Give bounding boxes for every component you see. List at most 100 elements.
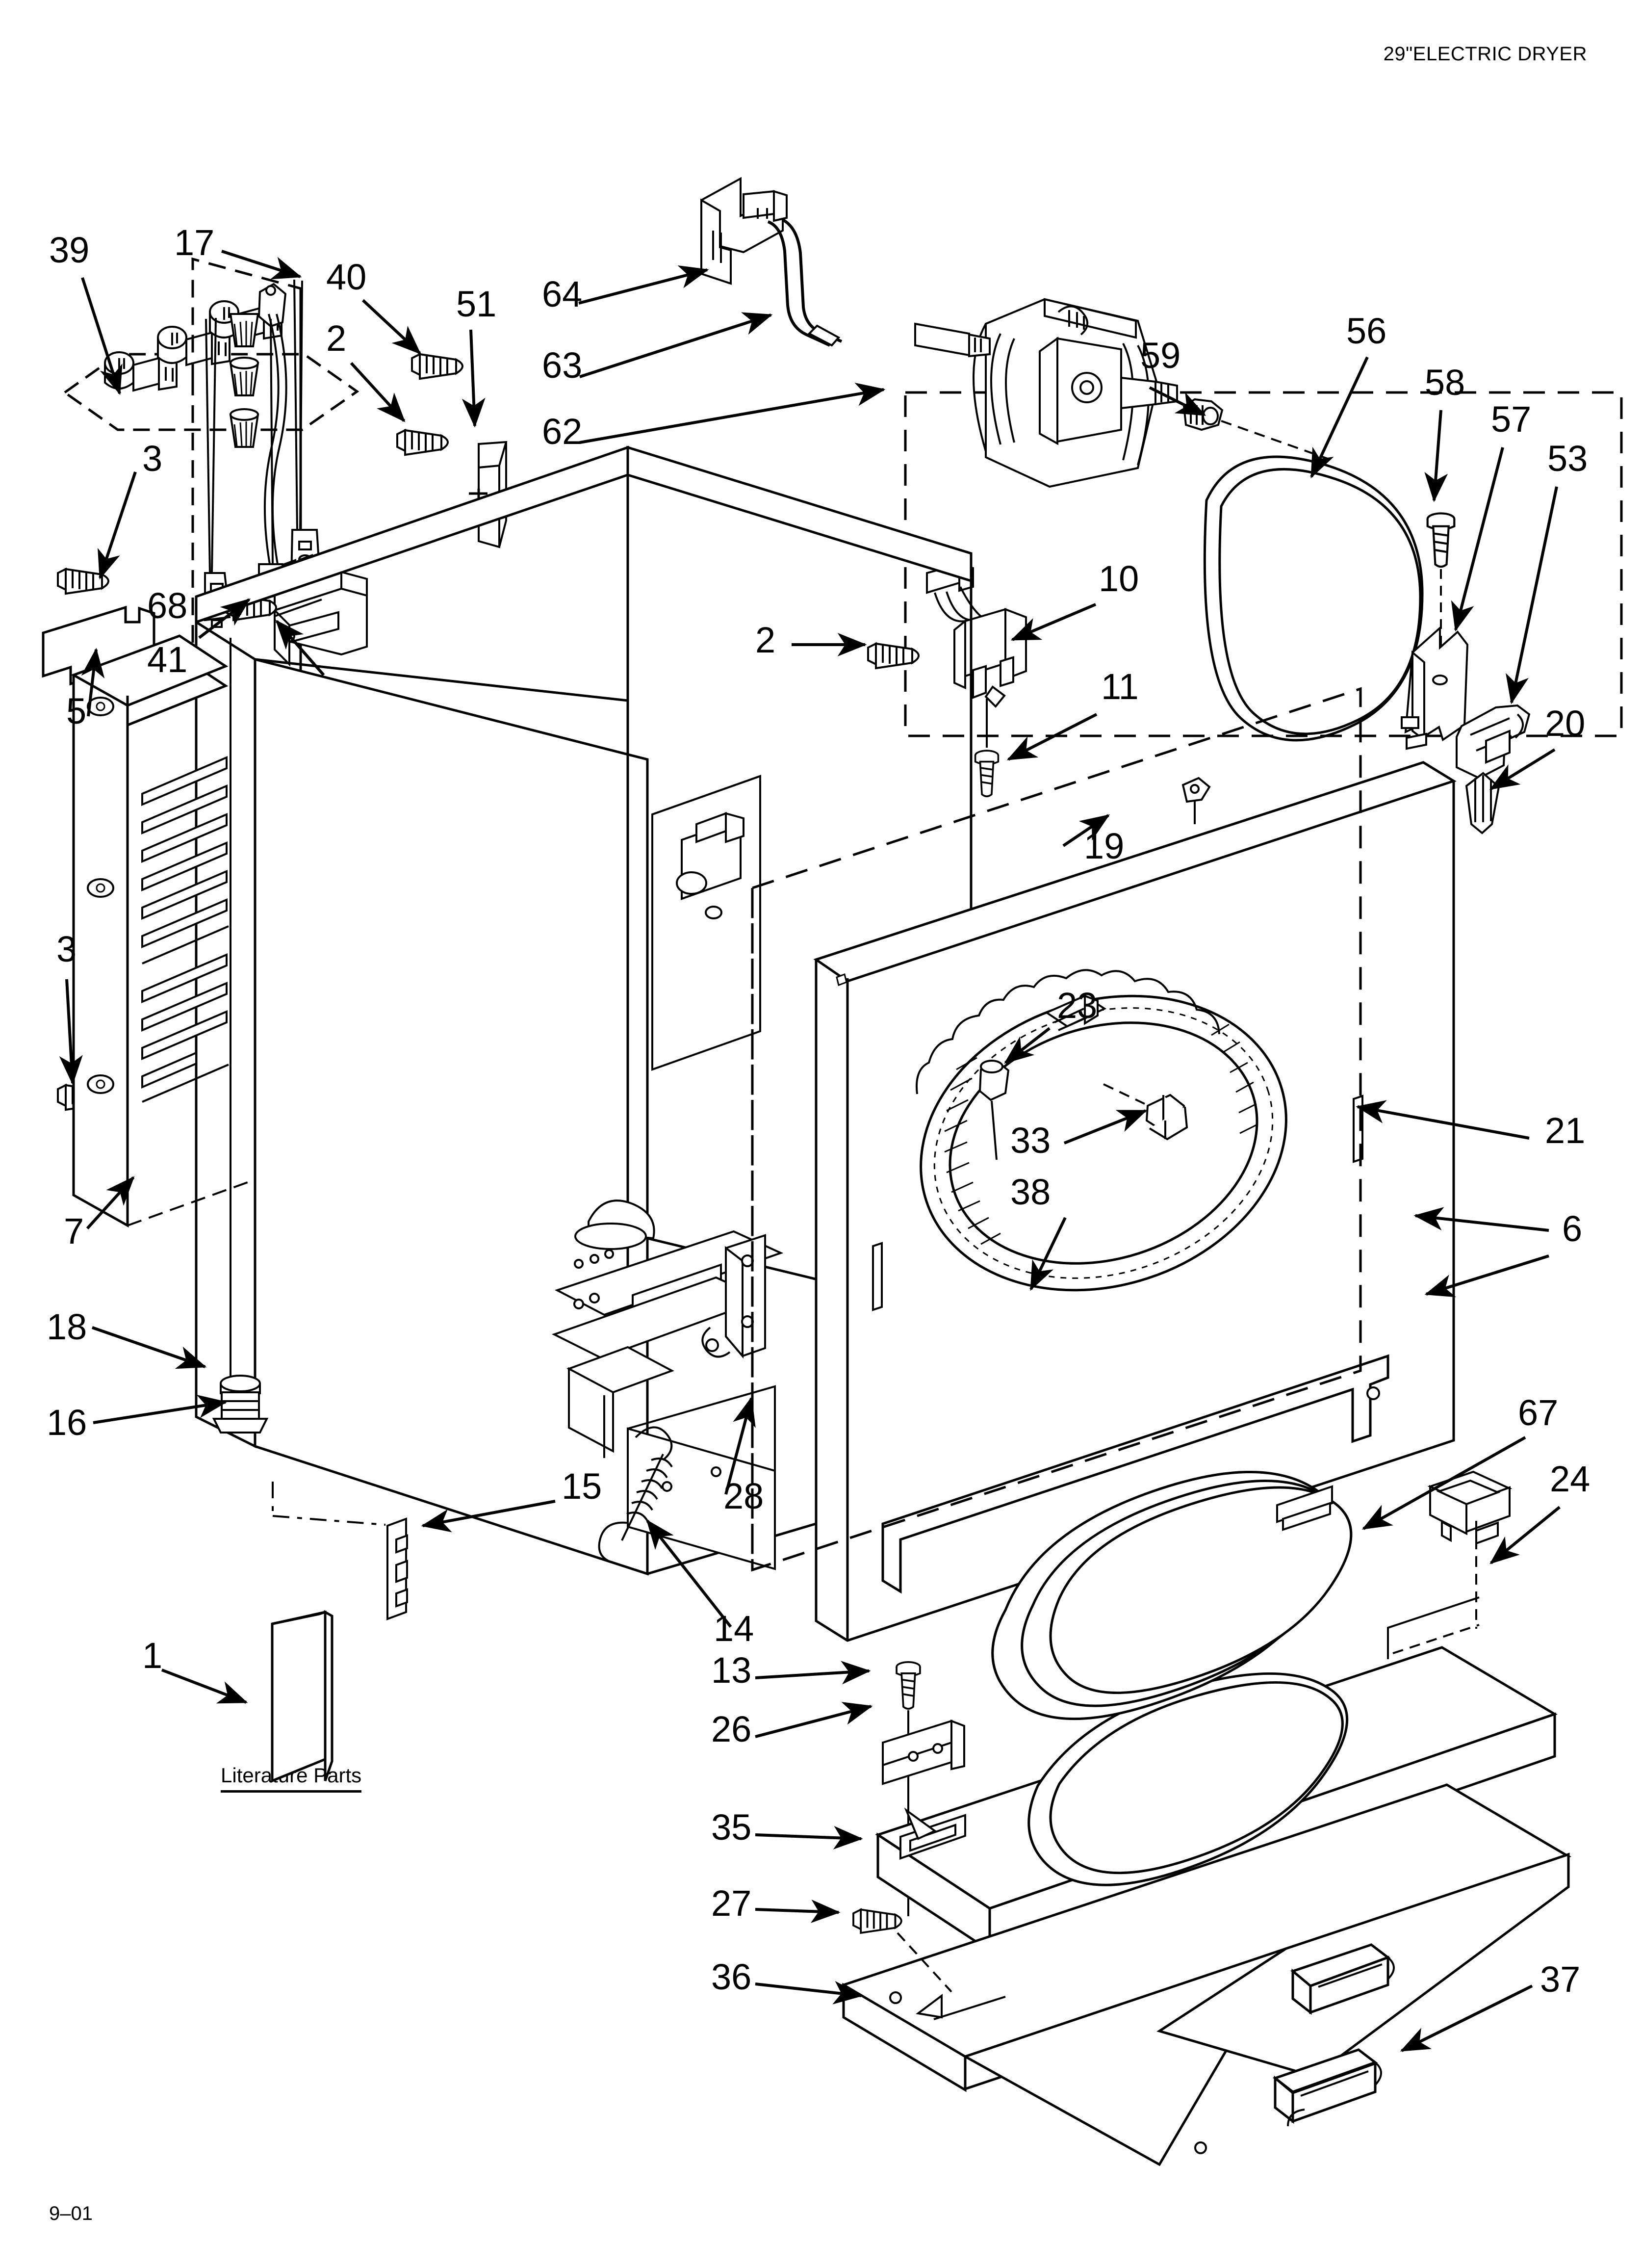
part-19-front-panel-outline [751, 687, 1362, 1572]
callout-36: 36 [711, 1956, 751, 1997]
leader-3b [59, 979, 83, 1085]
callout-23: 23 [1057, 985, 1097, 1026]
literature-parts-label: Literature Parts [221, 1764, 362, 1793]
leader-lines [59, 250, 1561, 2052]
callout-28: 28 [723, 1476, 764, 1516]
leader-36 [755, 1981, 863, 2005]
part-38-door-seal [920, 994, 1287, 1292]
leader-15 [421, 1500, 556, 1533]
part-20-cabinet-clip [1465, 772, 1500, 834]
part-10-thermal-fuse [926, 563, 1027, 708]
part-28-hinge-bracket [701, 1234, 766, 1359]
callout-5: 5 [66, 691, 86, 731]
callout-35: 35 [711, 1807, 751, 1848]
leader-26 [755, 1702, 873, 1738]
callout-26: 26 [711, 1709, 751, 1749]
leader-33 [1063, 1109, 1148, 1145]
leader-35 [755, 1825, 863, 1850]
leader-7 [86, 1176, 135, 1230]
callout-58: 58 [1425, 362, 1465, 403]
part-group-39-terminal-blocks [62, 300, 359, 431]
part-14-idler-spring [598, 1426, 673, 1563]
callout-18: 18 [47, 1306, 87, 1347]
leader-19 [1062, 814, 1110, 847]
callout-numbers: 39 17 40 2 51 64 63 62 59 56 58 57 53 3 … [47, 222, 1590, 2000]
part-27-screw [852, 1908, 952, 1993]
callout-20: 20 [1545, 703, 1585, 744]
callout-2-upper: 2 [326, 318, 346, 359]
callout-19: 19 [1084, 826, 1124, 866]
leader-41 [275, 620, 325, 676]
callout-39: 39 [49, 230, 89, 270]
callout-62: 62 [542, 411, 582, 452]
callout-3-lower: 3 [56, 929, 77, 969]
callout-37: 37 [1540, 1959, 1580, 2000]
leader-39 [81, 277, 123, 395]
callout-10: 10 [1099, 558, 1139, 599]
callout-40: 40 [326, 257, 366, 297]
callout-41: 41 [147, 639, 187, 680]
part-67-exhaust-duct-seal [991, 1471, 1353, 1721]
callout-13: 13 [711, 1650, 751, 1691]
callout-38: 38 [1010, 1172, 1051, 1212]
leader-59 [1149, 386, 1206, 417]
part-53-belt-clip [1456, 704, 1531, 780]
callout-16: 16 [47, 1402, 87, 1443]
callout-7: 7 [64, 1211, 84, 1251]
callout-21: 21 [1545, 1110, 1585, 1151]
leader-6b [1424, 1254, 1549, 1298]
leader-63 [579, 312, 773, 378]
leader-64 [578, 265, 709, 305]
leader-58 [1424, 410, 1448, 502]
leader-18 [92, 1326, 207, 1369]
callout-14: 14 [714, 1608, 754, 1649]
leader-5 [81, 648, 105, 717]
leader-40 [361, 299, 421, 355]
leader-24 [1489, 1506, 1561, 1564]
page-title: 29"ELECTRIC DRYER [1383, 43, 1587, 65]
callout-33: 33 [1010, 1120, 1051, 1161]
part-56-drum-belt [1203, 455, 1424, 742]
leader-14 [646, 1519, 732, 1628]
callout-67: 67 [1518, 1392, 1558, 1433]
part-23-seal-outline [916, 969, 1220, 1095]
leader-53 [1506, 486, 1558, 704]
leader-11 [1006, 713, 1098, 761]
part-40-screw [411, 353, 463, 380]
callout-3-upper: 3 [142, 438, 162, 479]
callout-57: 57 [1491, 399, 1531, 440]
leader-6a [1413, 1207, 1549, 1232]
part-23-clip [978, 1060, 1010, 1160]
callout-53: 53 [1547, 438, 1588, 479]
leader-28 [724, 1396, 756, 1495]
callout-27: 27 [711, 1883, 751, 1924]
callout-2-right: 2 [755, 620, 775, 660]
part-26-bracket [882, 1720, 965, 1785]
leader-57 [1451, 447, 1504, 632]
callout-63: 63 [542, 345, 582, 386]
callout-64: 64 [542, 274, 582, 314]
leader-3a [98, 471, 137, 580]
revision-code: 9–01 [49, 2203, 93, 2224]
leader-68 [198, 598, 251, 639]
callout-51: 51 [456, 284, 496, 324]
leader-51 [462, 329, 486, 428]
callout-59: 59 [1140, 335, 1180, 376]
part-35-base-panel [875, 1646, 1558, 1953]
part-64-63-inlet-bracket [700, 177, 843, 347]
part-1-literature [271, 1610, 334, 1783]
callout-6: 6 [1562, 1208, 1582, 1249]
part-7-left-side-panel [71, 634, 254, 1228]
part-24-grommet [1387, 1470, 1513, 1659]
leader-1 [161, 1668, 248, 1704]
callout-68: 68 [147, 585, 187, 626]
leader-13 [755, 1661, 871, 1685]
part-15-door-strike [272, 1482, 408, 1620]
callout-24: 24 [1550, 1459, 1590, 1499]
leader-16 [93, 1394, 228, 1424]
leader-27 [755, 1900, 841, 1923]
leader-17 [221, 250, 302, 280]
part-2-screw-right [867, 643, 920, 669]
leader-23 [1004, 1027, 1051, 1064]
